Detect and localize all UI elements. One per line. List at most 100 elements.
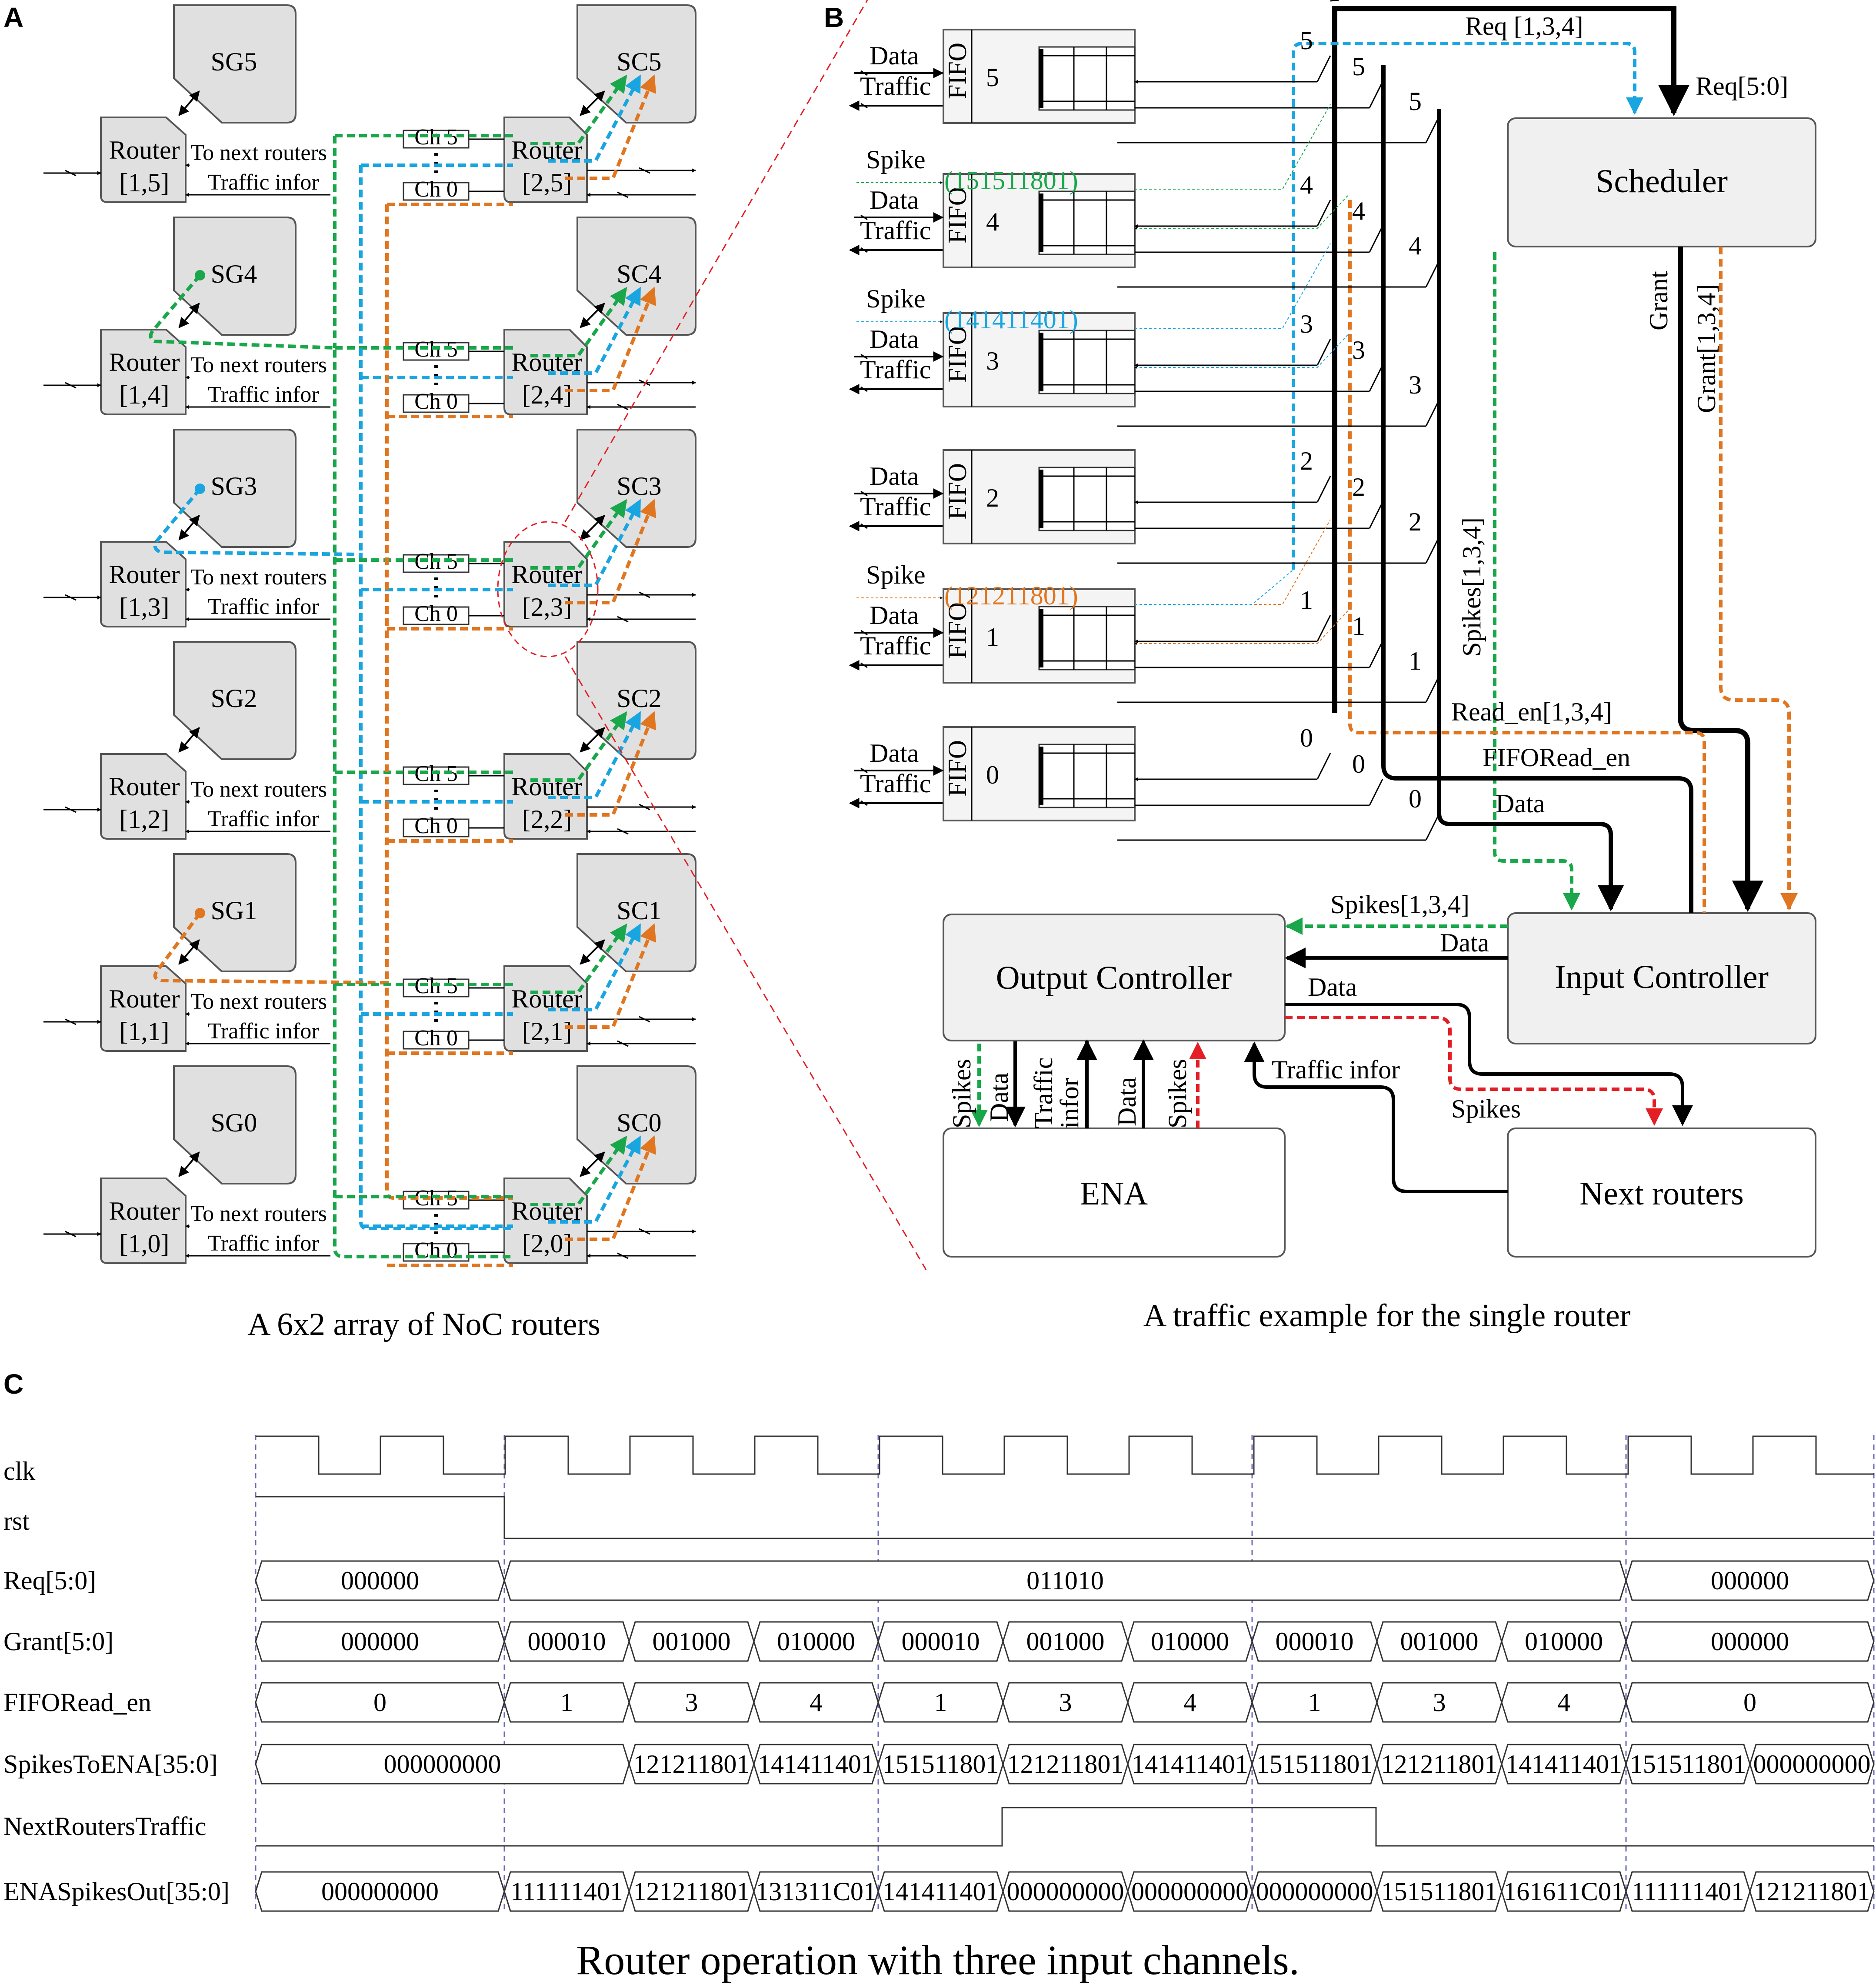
bus-tick bbox=[860, 354, 868, 360]
traffic-infor-label: Traffic infor bbox=[208, 170, 319, 195]
fifo-traffic-label: Traffic bbox=[860, 769, 931, 798]
bus-tick bbox=[860, 800, 868, 806]
fifo-read-en-value: 3 bbox=[685, 1688, 698, 1717]
router-sg-link bbox=[178, 90, 200, 116]
router-left-word: Router bbox=[109, 136, 180, 164]
bus-tick bbox=[639, 1016, 650, 1023]
spikes-to-ena-value: 000000000 bbox=[384, 1750, 501, 1778]
fifo-id: 1 bbox=[986, 623, 999, 651]
grant-value: 000010 bbox=[1276, 1627, 1354, 1656]
grant-bus bbox=[1678, 247, 1763, 912]
bus-tick bbox=[639, 379, 650, 386]
traffic-infor-back bbox=[1244, 1041, 1508, 1193]
fifo-read-en-value: 4 bbox=[810, 1688, 823, 1717]
sc-box bbox=[576, 429, 696, 548]
grant-segment bbox=[1625, 1621, 1875, 1662]
panel-b-single-router: Scheduler Input Controller Output Contro… bbox=[943, 0, 1816, 1258]
sc-box bbox=[576, 4, 696, 123]
fifo-id: 5 bbox=[986, 63, 999, 92]
fifo-read-en-value: 1 bbox=[560, 1688, 573, 1717]
fifo-read-en-path bbox=[1381, 65, 1693, 913]
sg-box bbox=[173, 641, 297, 760]
req-bus bbox=[1332, 6, 1689, 713]
ena-spikes-out-value: 111111401 bbox=[1632, 1877, 1744, 1906]
mux-number: 3 bbox=[1352, 336, 1365, 364]
fifo-read-en-value: 3 bbox=[1433, 1688, 1446, 1717]
bus-tick bbox=[860, 214, 868, 220]
fifo-read-en-value: 1 bbox=[934, 1688, 947, 1717]
fifo-readen-in bbox=[1134, 334, 1348, 369]
spikes-to-ena-value: 151511801 bbox=[1630, 1750, 1746, 1778]
spikes-oc-to-next bbox=[1285, 1016, 1663, 1126]
mux-number: 2 bbox=[1352, 473, 1365, 501]
sc-box bbox=[576, 217, 696, 336]
fifo-traffic-label: Traffic bbox=[860, 631, 931, 660]
fifo-read-en-value: 1 bbox=[1308, 1688, 1321, 1717]
fifo-data-label: Data bbox=[870, 462, 919, 490]
ena-spikes-out-value: 000000000 bbox=[1007, 1877, 1124, 1906]
read-en-path bbox=[1348, 200, 1706, 913]
caption-b: A traffic example for the single router bbox=[1143, 1298, 1631, 1334]
route-blue-to-sc bbox=[548, 1135, 642, 1224]
mux-tap bbox=[1369, 365, 1383, 392]
panel-label-a: A bbox=[3, 2, 23, 33]
bus-tick bbox=[65, 170, 77, 177]
mux-number: 5 bbox=[1409, 87, 1422, 116]
spikes-134-label: Spikes[1,3,4] bbox=[1457, 517, 1486, 657]
router-right-box bbox=[503, 965, 588, 1052]
req-value: 000000 bbox=[341, 1566, 419, 1595]
router-left-box bbox=[100, 329, 187, 415]
grant-value: 001000 bbox=[1026, 1627, 1105, 1656]
bus-tick bbox=[617, 404, 629, 410]
bus-tick bbox=[65, 382, 77, 389]
signal-label: Req[5:0] bbox=[3, 1566, 96, 1595]
mux-number: 4 bbox=[1352, 197, 1365, 225]
fifo-traffic-label: Traffic bbox=[860, 216, 931, 245]
mux-tap bbox=[1369, 81, 1383, 108]
bus-tick bbox=[860, 103, 868, 109]
route-blue-origin bbox=[195, 484, 205, 494]
fifo-spike-label: Spike bbox=[866, 145, 926, 174]
channel-box-0 bbox=[403, 818, 470, 837]
router-sc-link bbox=[580, 303, 605, 328]
grant-label: Grant bbox=[1644, 271, 1673, 330]
grant-value: 001000 bbox=[1400, 1627, 1479, 1656]
channel-0-label: Ch 0 bbox=[414, 177, 458, 202]
fifo-id: 4 bbox=[986, 207, 999, 236]
ena-label: ENA bbox=[1080, 1175, 1148, 1212]
fifo-read-en-segment bbox=[1625, 1682, 1875, 1723]
mux-number: 1 bbox=[1352, 612, 1365, 641]
signal-label: NextRoutersTraffic bbox=[3, 1812, 207, 1841]
input-controller-box bbox=[1507, 912, 1816, 1044]
signal-label: FIFORead_en bbox=[3, 1688, 151, 1717]
router-left-box bbox=[100, 1178, 187, 1264]
grant-value: 000000 bbox=[341, 1627, 419, 1656]
bus-tick bbox=[639, 1228, 650, 1235]
fifo-read-en-value: 4 bbox=[1557, 1688, 1570, 1717]
spikes-to-ena-value: 121211801 bbox=[633, 1750, 750, 1778]
traffic-infor-back-label: Traffic infor bbox=[1272, 1055, 1400, 1084]
data-oc-to-next-label: Data bbox=[1308, 973, 1357, 1001]
bus-tick bbox=[617, 1252, 629, 1259]
fifo-data-label: Data bbox=[870, 186, 919, 214]
grant-value: 000010 bbox=[902, 1627, 980, 1656]
sg-box bbox=[173, 217, 297, 336]
fifo-label: FIFO bbox=[943, 602, 972, 659]
fifo-label: FIFO bbox=[943, 326, 972, 383]
sc-label: SC1 bbox=[616, 896, 661, 925]
grant-value: 001000 bbox=[653, 1627, 731, 1656]
to-next-label: To next routers bbox=[190, 989, 327, 1014]
route-green-to-sc bbox=[530, 1135, 628, 1206]
mux-tap bbox=[1425, 116, 1440, 143]
bus-tick bbox=[639, 591, 650, 598]
spikes-oc-to-next-label: Spikes bbox=[1451, 1094, 1521, 1123]
router-left-box bbox=[100, 117, 187, 203]
mux-tap bbox=[1316, 476, 1331, 503]
data-ic-to-oc-label: Data bbox=[1440, 928, 1489, 957]
route-blue-to-sc bbox=[548, 923, 642, 1011]
next-routers-label: Next routers bbox=[1579, 1175, 1744, 1212]
bus-tick bbox=[65, 1018, 77, 1025]
to-next-label: To next routers bbox=[190, 1201, 327, 1226]
grant-value: 000010 bbox=[528, 1627, 606, 1656]
mux-number: 5 bbox=[1352, 52, 1365, 81]
